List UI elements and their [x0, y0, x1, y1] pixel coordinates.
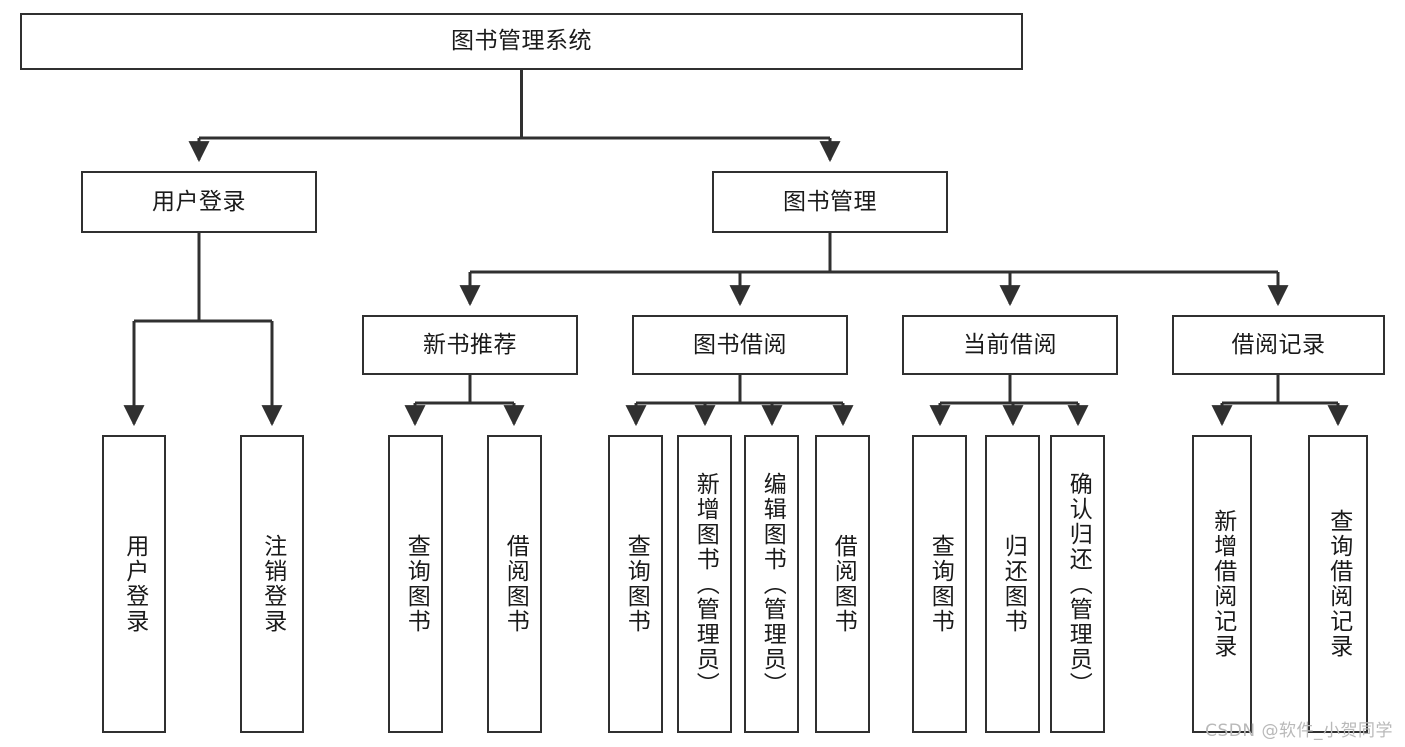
node-current-borrow-label: 当前借阅 — [963, 331, 1057, 358]
node-leaf-user-login-label: 用户登录 — [121, 534, 148, 634]
node-root-label: 图书管理系统 — [451, 28, 592, 55]
node-login[interactable]: 用户登录 — [81, 171, 317, 233]
node-book-management[interactable]: 图书管理 — [712, 171, 948, 233]
node-leaf-borrow-book-1[interactable]: 借阅图书 — [487, 435, 542, 733]
node-leaf-query-book-3[interactable]: 查询图书 — [912, 435, 967, 733]
node-leaf-add-record-label: 新增借阅记录 — [1209, 509, 1236, 659]
node-leaf-return-book[interactable]: 归还图书 — [985, 435, 1040, 733]
node-book-management-label: 图书管理 — [783, 188, 877, 215]
node-leaf-confirm-return-label: 确认归还（管理员） — [1065, 471, 1092, 697]
node-leaf-user-login[interactable]: 用户登录 — [102, 435, 166, 733]
node-leaf-user-logout-label: 注销登录 — [259, 534, 286, 634]
node-leaf-query-book-3-label: 查询图书 — [927, 534, 954, 634]
node-borrow-records-label: 借阅记录 — [1231, 331, 1326, 358]
node-leaf-return-book-label: 归还图书 — [1000, 534, 1027, 634]
node-leaf-add-record[interactable]: 新增借阅记录 — [1192, 435, 1252, 733]
node-leaf-query-book-1-label: 查询图书 — [403, 534, 430, 634]
node-leaf-borrow-book-2-label: 借阅图书 — [830, 534, 857, 634]
node-leaf-edit-book-label: 编辑图书（管理员） — [759, 471, 786, 697]
node-leaf-edit-book[interactable]: 编辑图书（管理员） — [744, 435, 799, 733]
node-new-book-recommend[interactable]: 新书推荐 — [362, 315, 578, 375]
node-leaf-query-book-1[interactable]: 查询图书 — [388, 435, 443, 733]
node-leaf-borrow-book-2[interactable]: 借阅图书 — [815, 435, 870, 733]
node-borrow-records[interactable]: 借阅记录 — [1172, 315, 1385, 375]
node-leaf-add-book[interactable]: 新增图书（管理员） — [677, 435, 732, 733]
node-new-book-recommend-label: 新书推荐 — [423, 331, 517, 358]
node-book-borrow[interactable]: 图书借阅 — [632, 315, 848, 375]
node-root[interactable]: 图书管理系统 — [20, 13, 1023, 70]
node-leaf-add-book-label: 新增图书（管理员） — [692, 471, 719, 697]
node-current-borrow[interactable]: 当前借阅 — [902, 315, 1118, 375]
node-login-label: 用户登录 — [152, 188, 246, 215]
node-leaf-query-record-label: 查询借阅记录 — [1325, 509, 1352, 659]
node-leaf-confirm-return[interactable]: 确认归还（管理员） — [1050, 435, 1105, 733]
node-leaf-borrow-book-1-label: 借阅图书 — [502, 534, 529, 634]
node-leaf-user-logout[interactable]: 注销登录 — [240, 435, 304, 733]
node-leaf-query-book-2[interactable]: 查询图书 — [608, 435, 663, 733]
node-leaf-query-book-2-label: 查询图书 — [623, 534, 650, 634]
node-book-borrow-label: 图书借阅 — [693, 331, 787, 358]
csdn-watermark: CSDN @软件_小贺同学 — [1205, 721, 1393, 741]
node-leaf-query-record[interactable]: 查询借阅记录 — [1308, 435, 1368, 733]
